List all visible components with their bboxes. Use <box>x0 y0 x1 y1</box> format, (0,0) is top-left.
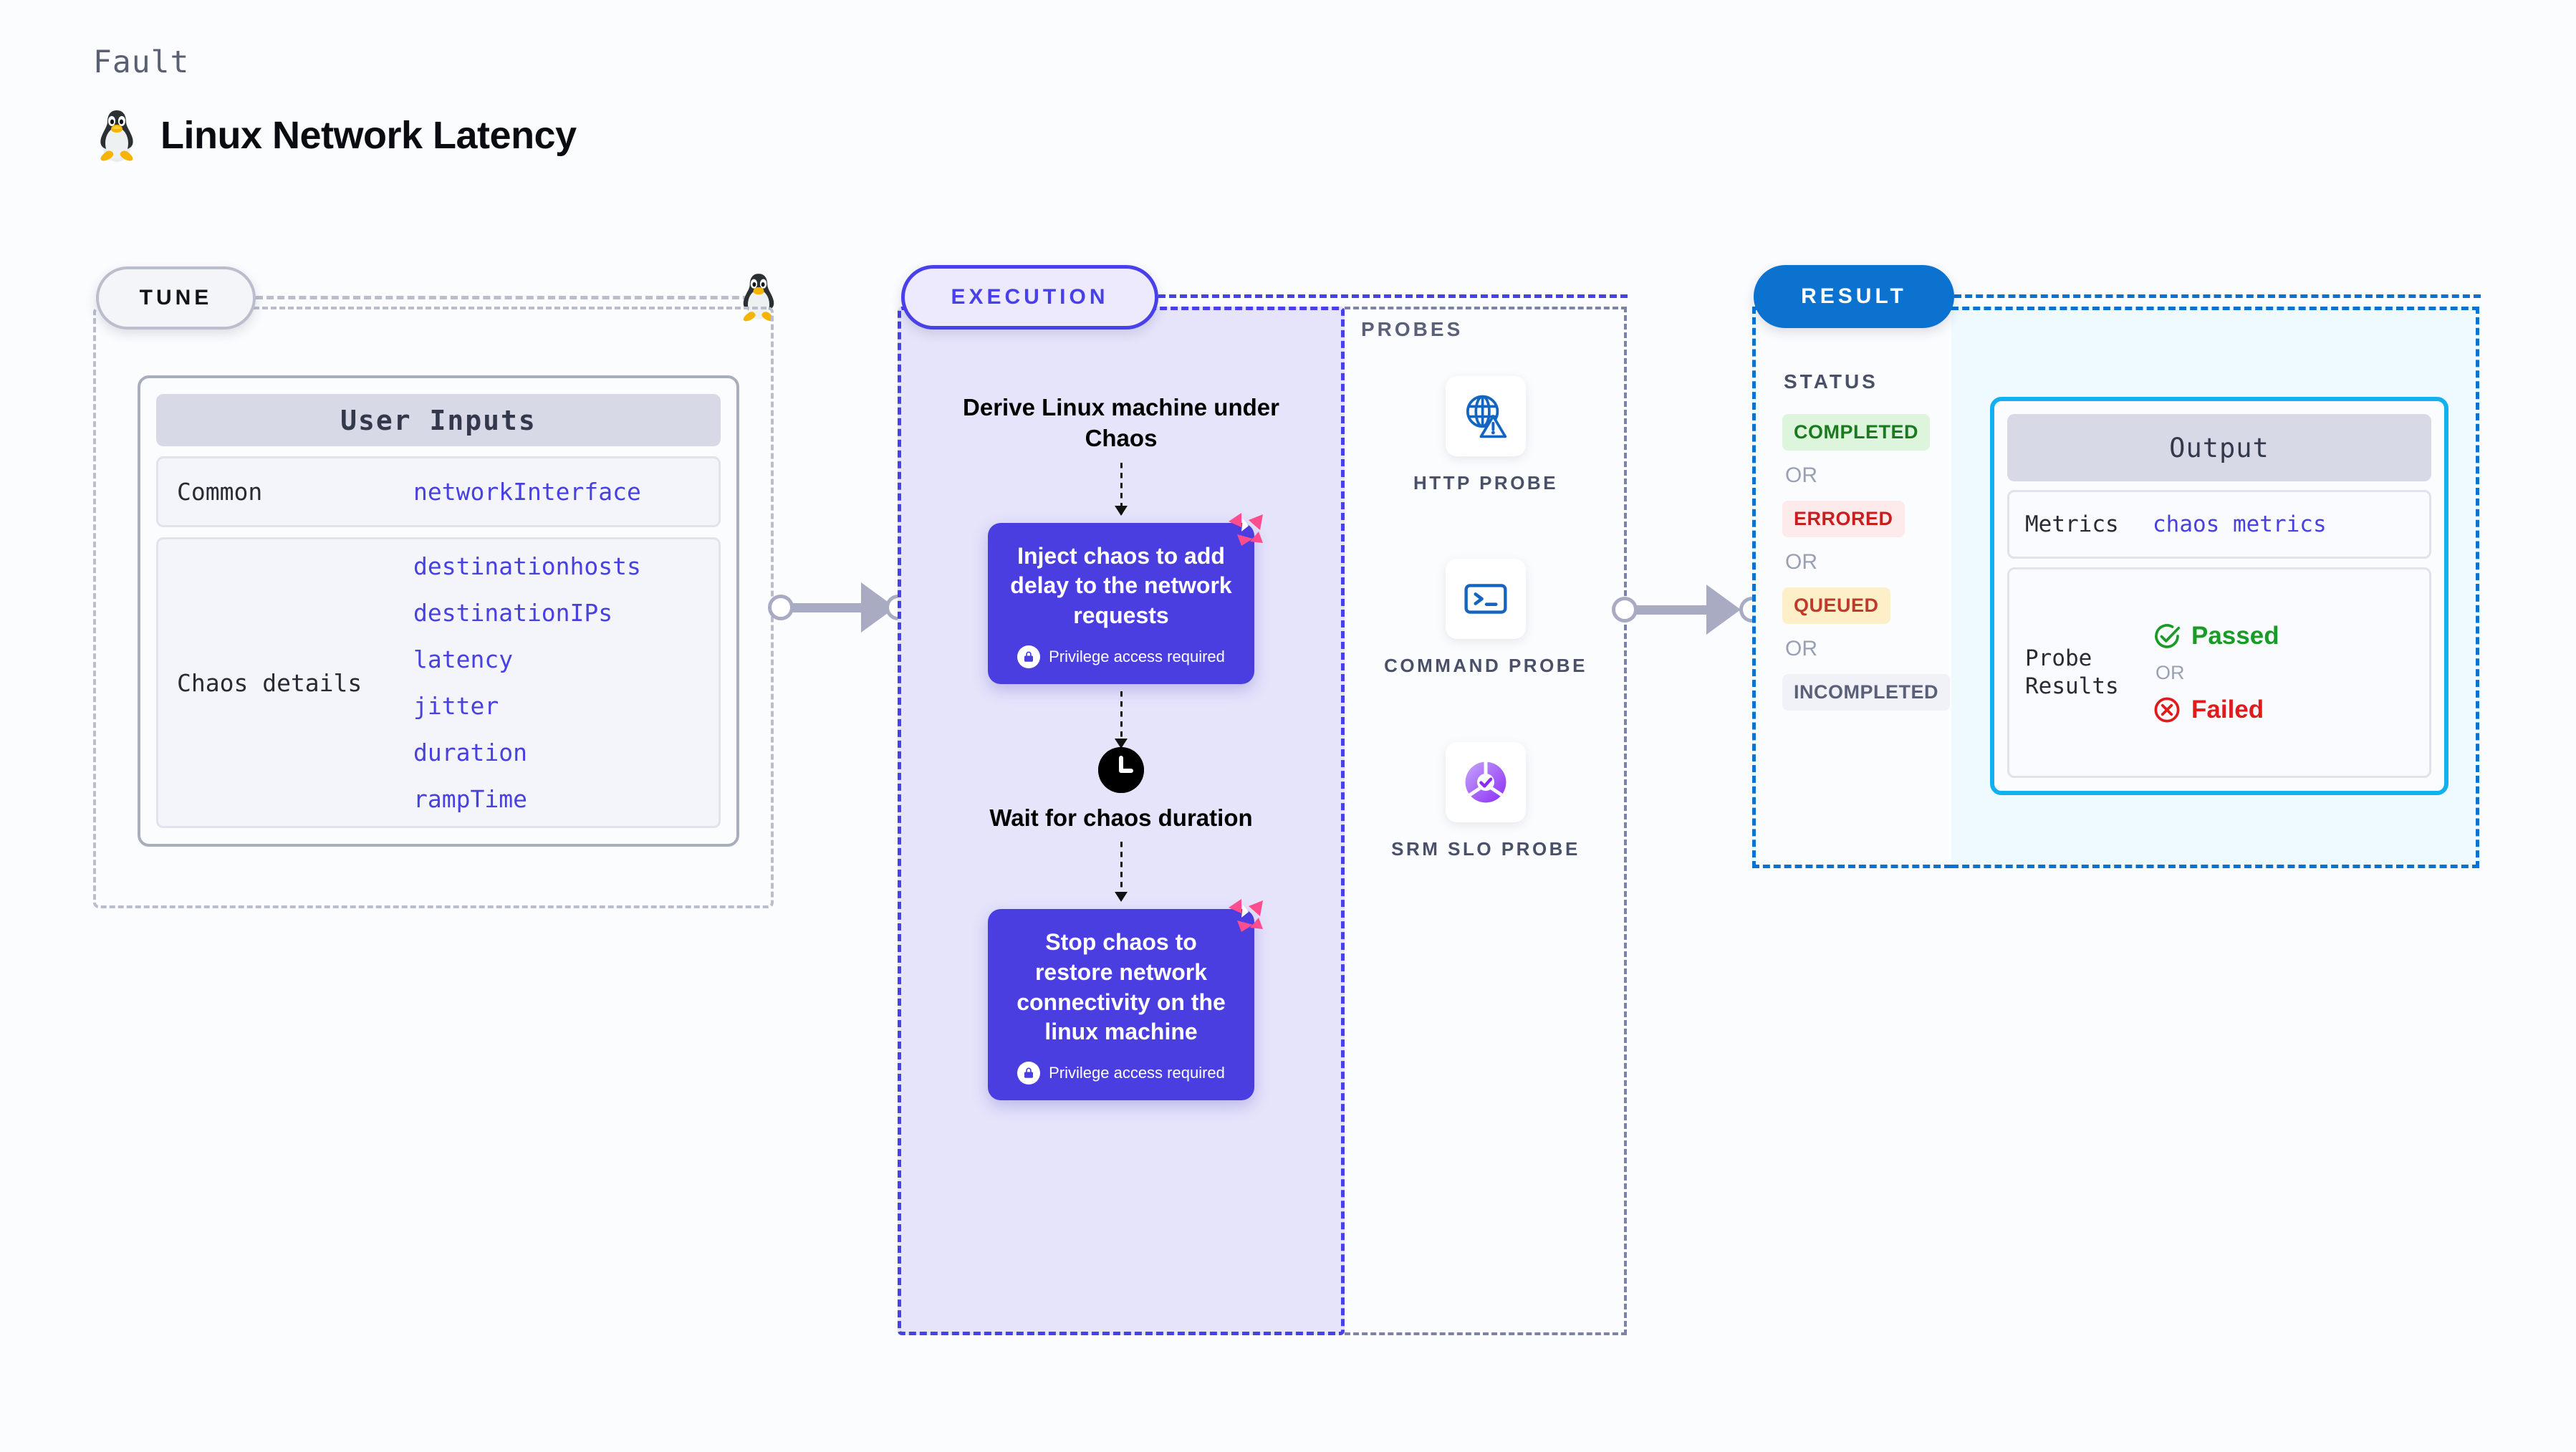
connector-node-start <box>1612 597 1638 622</box>
step-text: Inject chaos to add delay to the network… <box>1010 542 1232 628</box>
execution-flow: Derive Linux machine under Chaos Inject … <box>898 307 1345 1100</box>
status-badge-errored: ERRORED <box>1782 501 1905 537</box>
input-value: duration <box>413 739 527 766</box>
flow-arrow <box>1120 462 1123 514</box>
probe-label: COMMAND PROBE <box>1384 655 1587 676</box>
input-row-chaos-details: Chaos details destinationhosts destinati… <box>156 537 721 828</box>
status-or: OR <box>1785 463 1817 487</box>
user-inputs-title: User Inputs <box>156 394 721 447</box>
result-badge-label: RESULT <box>1801 284 1907 308</box>
flow-arrow <box>1120 691 1123 747</box>
page-header: Fault Linux Network Latency <box>93 44 577 163</box>
linux-penguin-icon <box>100 110 133 162</box>
privilege-note: Privilege access required <box>1005 1061 1237 1085</box>
connector-node-start <box>768 595 794 620</box>
step-inject-chaos[interactable]: Inject chaos to add delay to the network… <box>988 512 1263 684</box>
terminal-icon <box>1446 559 1526 639</box>
srm-slo-icon <box>1446 742 1526 822</box>
probe-http[interactable]: HTTP PROBE <box>1345 376 1627 496</box>
execution-connector-line <box>1158 294 1628 298</box>
input-row-key: Chaos details <box>177 668 362 697</box>
status-badge-completed: COMPLETED <box>1782 414 1931 451</box>
status-or: OR <box>1785 550 1817 574</box>
tune-panel: User Inputs Common networkInterface Chao… <box>93 307 774 908</box>
output-row-metrics: Metrics chaos metrics <box>2007 490 2431 559</box>
output-key: Metrics <box>2025 511 2119 537</box>
tune-badge[interactable]: TUNE <box>96 266 256 330</box>
fault-kicker: Fault <box>93 44 190 80</box>
input-row-key: Common <box>177 478 263 506</box>
user-inputs-card: User Inputs Common networkInterface Chao… <box>138 375 739 847</box>
result-badge[interactable]: RESULT <box>1754 265 1954 328</box>
probe-verdicts: Passed OR Failed <box>2153 622 2279 724</box>
status-badge-queued: QUEUED <box>1782 587 1890 624</box>
connector-probes-to-result <box>1612 585 1769 635</box>
connector-tune-to-execution <box>768 582 911 633</box>
input-value: destinationhosts <box>413 552 641 580</box>
input-row-values: destinationhosts destinationIPs latency … <box>413 552 641 813</box>
flow-derive-title: Derive Linux machine under Chaos <box>963 394 1279 451</box>
litmus-chaos-icon <box>1229 899 1263 933</box>
execution-badge[interactable]: EXECUTION <box>901 265 1158 330</box>
probe-command[interactable]: COMMAND PROBE <box>1345 559 1627 678</box>
probes-panel <box>1345 307 1627 1335</box>
input-value: latency <box>413 645 514 673</box>
verdict-label: Passed <box>2191 621 2279 650</box>
privilege-note: Privilege access required <box>1005 645 1237 668</box>
globe-warning-icon <box>1446 376 1526 456</box>
flow-wait-title: Wait for chaos duration <box>989 804 1253 831</box>
output-row-probe-results: Probe Results Passed OR Failed <box>2007 567 2431 778</box>
probe-srm-slo[interactable]: SRM SLO PROBE <box>1345 742 1627 862</box>
page-title: Linux Network Latency <box>160 114 577 157</box>
flow-arrow <box>1120 842 1123 901</box>
tune-badge-label: TUNE <box>139 286 213 309</box>
input-value: jitter <box>413 692 499 720</box>
clock-icon <box>1098 746 1144 793</box>
probes-section-label: PROBES <box>1361 318 1464 340</box>
lock-icon <box>1017 645 1041 668</box>
check-circle-icon <box>2155 623 2181 648</box>
title-row: Linux Network Latency <box>93 107 577 163</box>
status-or: OR <box>1785 637 1817 660</box>
input-value: destinationIPs <box>413 599 613 627</box>
output-card: Output Metrics chaos metrics Probe Resul… <box>1990 397 2448 795</box>
step-text: Stop chaos to restore network connectivi… <box>1017 929 1226 1045</box>
probe-label: SRM SLO PROBE <box>1391 838 1580 860</box>
verdict-or: OR <box>2156 661 2185 683</box>
x-circle-icon <box>2154 697 2180 722</box>
privilege-note-text: Privilege access required <box>1049 647 1225 665</box>
input-value: networkInterface <box>413 478 641 506</box>
verdict-passed: Passed <box>2153 622 2279 650</box>
output-title: Output <box>2007 414 2431 481</box>
lock-icon <box>1017 1061 1041 1085</box>
input-value: rampTime <box>413 785 527 813</box>
verdict-label: Failed <box>2191 695 2264 723</box>
status-list: COMPLETED OR ERRORED OR QUEUED OR INCOMP… <box>1782 414 1954 711</box>
verdict-failed: Failed <box>2153 696 2279 724</box>
output-key: Probe Results <box>2025 645 2119 699</box>
status-badge-incompleted: INCOMPLETED <box>1782 674 1951 711</box>
litmus-chaos-icon <box>1229 512 1263 546</box>
tune-connector-line <box>256 296 750 299</box>
input-row-values: networkInterface <box>413 478 641 506</box>
execution-badge-label: EXECUTION <box>951 285 1109 309</box>
status-label: STATUS <box>1784 370 1878 393</box>
result-connector-line <box>1954 294 2481 298</box>
linux-penguin-icon-small <box>743 274 774 322</box>
input-row-common: Common networkInterface <box>156 456 721 527</box>
output-value-metrics: chaos metrics <box>2153 511 2327 537</box>
probe-label: HTTP PROBE <box>1413 472 1559 494</box>
privilege-note-text: Privilege access required <box>1049 1063 1225 1082</box>
step-stop-chaos[interactable]: Stop chaos to restore network connectivi… <box>988 899 1263 1100</box>
